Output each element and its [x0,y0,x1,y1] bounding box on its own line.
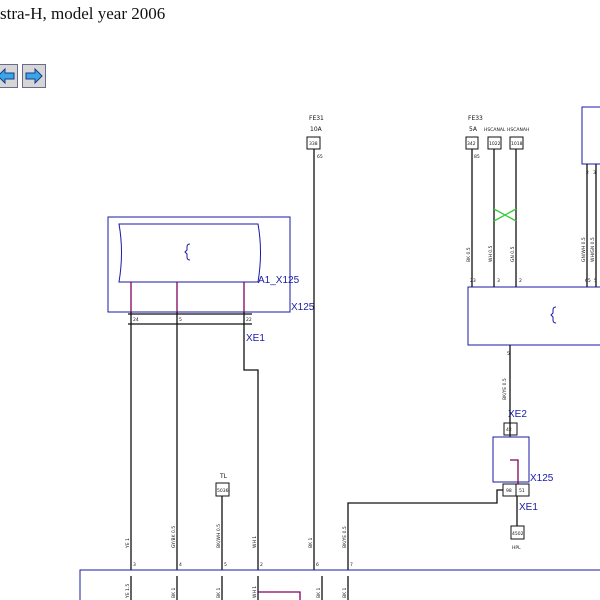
wire-label: BK 1 [342,588,348,598]
twisted-pair-marker [493,208,517,222]
wire-label: YE 1.5 [125,584,131,599]
hscan-low-terminal: HSCANAL 1022 [484,127,506,150]
pin-label: 65 [317,154,323,160]
pin-label: 3 [133,562,136,568]
pin-label: 3 [593,170,596,176]
terminal-number: 5036 [217,488,229,494]
pin-label: 85 [474,154,480,160]
wire-label: WH/GN 0.5 [590,237,596,262]
terminal-number: 4502 [512,531,524,537]
wire-label: BK 1 [171,588,177,598]
wire-label: BK/YE 0.5 [342,526,348,548]
pin-label: 5 [179,317,182,323]
fuse-rating: 10A [310,126,323,133]
page-title: stra-H, model year 2006 [0,4,166,23]
back-button[interactable] [0,64,18,88]
connector-xe1-right: XE1 [519,502,538,513]
connector-a1-x125: A1_X125 [258,275,300,286]
pin-label: 22 [246,317,252,323]
wire-label: WH 1 [252,536,258,548]
hscan-high-terminal: HSCANAH 1018 [507,127,529,150]
fuse-rating: 5A [469,126,478,133]
pin-label: 42 [506,427,512,433]
pin-label: 5 [224,562,227,568]
fuse-name: FE33 [468,115,483,122]
terminal-tl: TL 5036 [215,473,230,497]
wire-label: BK/YE 0.5 [502,378,508,400]
left-control-unit: A1_X125 X125 24 5 22 XE1 [107,216,315,344]
pin-label: 5 [507,351,510,357]
terminal-number: 338 [309,141,318,147]
wire-label: WH 1 [252,586,258,598]
arrow-right-icon [25,67,43,85]
wire-label: BK/WH 0.5 [216,524,222,548]
wire-label: GN/WH 0.5 [581,237,587,262]
pin-label: 24 [133,317,139,323]
pin-label: 4 [179,562,182,568]
arrow-left-icon [0,67,15,85]
connector-x125-right: X125 [530,473,554,484]
pin-label: 23 [470,278,476,284]
wire-label: WH 0.5 [488,245,494,262]
connector-xe2: XE2 [508,409,527,420]
pin-label: 7 [350,562,353,568]
terminal-name: TL [219,473,228,480]
terminal-name: HSCANAL [484,127,506,133]
wire-label: BK 0.5 [466,247,472,262]
fuse-name: FE31 [309,115,324,122]
terminal-hpl: 4502 HPL [510,525,525,551]
connector-xe1-left: XE1 [246,333,265,344]
fuse-fe31: FE31 10A 338 65 [306,115,324,160]
pin-label: 3 [497,278,500,284]
fuse-fe33: FE33 5A 342 85 [465,115,483,160]
wire-label: BK 1 [308,538,314,548]
pin-label: 51 [519,488,525,494]
terminal-number: 1018 [511,141,523,147]
pin-label: 65 [585,278,591,284]
pin-label: 98 [506,488,512,494]
wire-label: GY/BK 0.5 [171,526,177,548]
terminal-name: HPL [512,545,521,551]
pin-label: 2 [260,562,263,568]
pin-label: 6 [316,562,319,568]
pin-label: 2 [519,278,522,284]
bottom-connector-block: 3 4 5 2 6 7 YE 1.5 BK 1 BK 1 WH 1 BK 1 B… [79,562,600,600]
wire-label: YE 1 [125,538,131,549]
connector-x125-left: X125 [291,302,315,313]
forward-button[interactable] [22,64,46,88]
terminal-number: 1022 [489,141,501,147]
terminal-number: 342 [467,141,476,147]
wire-label: BK 1 [216,588,222,598]
right-connector-x125: 42 98 51 X125 XE1 [492,422,554,513]
wire-label: GN 0.5 [510,246,516,262]
wire-label: BK 1 [316,588,322,598]
terminal-name: HSCANAH [507,127,529,133]
